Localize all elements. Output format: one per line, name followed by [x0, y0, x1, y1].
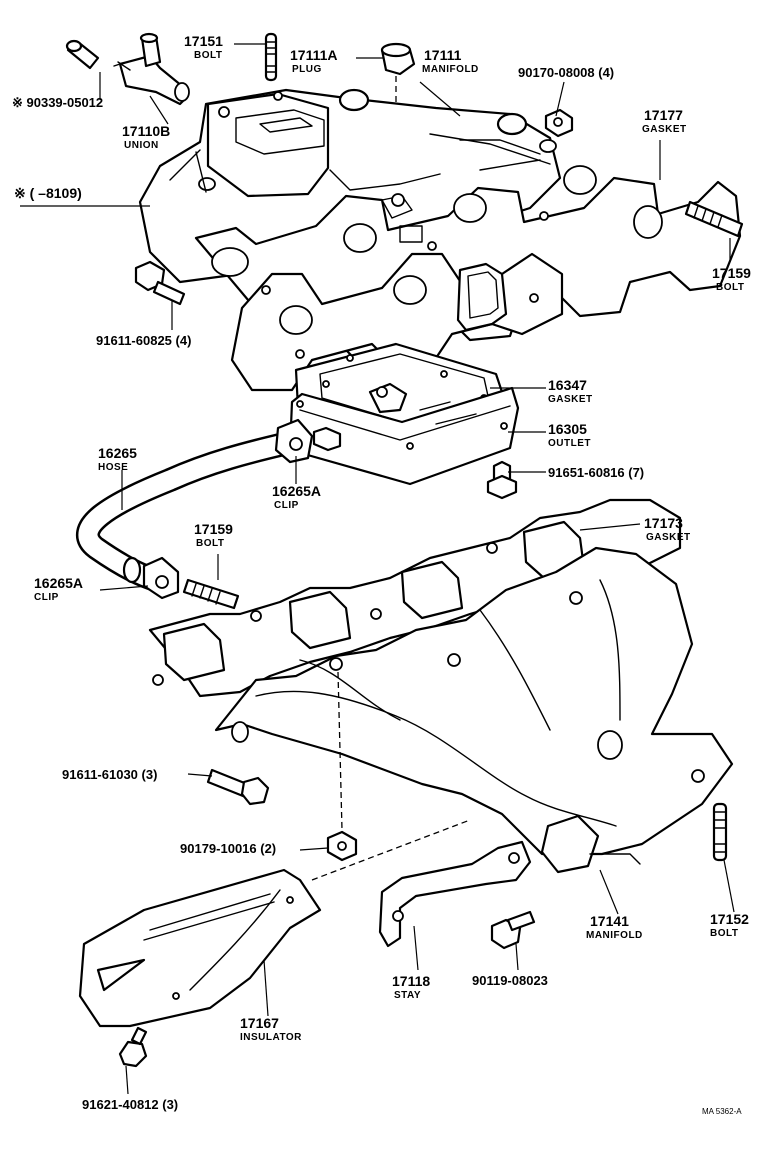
label-stay-number: 17118 — [392, 973, 431, 989]
label-plug-number: 17111A — [290, 47, 338, 63]
drawing-code: MA 5362-A — [702, 1107, 742, 1116]
bolt-part-91611-60825 — [134, 260, 186, 306]
label-production-period: ※ ( –8109) — [14, 185, 82, 201]
label-clip-upper-number: 16265A — [272, 483, 322, 499]
label-gasket-17177-number: 17177 — [644, 107, 683, 123]
exhaust-manifold-part-17141 — [214, 546, 734, 874]
label-bolt-17152-name: BOLT — [710, 928, 739, 939]
label-clip-lower-name: CLIP — [34, 592, 59, 603]
bolt-part-17159-upper — [684, 200, 744, 238]
bolt-part-90119 — [490, 910, 536, 950]
bolt-part-91651 — [486, 460, 518, 500]
label-gasket-16347-name: GASKET — [548, 394, 593, 405]
label-gasket-16347-number: 16347 — [548, 377, 587, 393]
leader-lines — [20, 43, 735, 1095]
stay-part-17118 — [378, 840, 532, 948]
label-exhaust-manifold-number: 17141 — [590, 913, 629, 929]
label-union-name: UNION — [124, 140, 159, 151]
label-bolt-17159-upper-number: 17159 — [712, 265, 751, 281]
label-gasket-17177-name: GASKET — [642, 124, 687, 135]
label-union-number: 17110B — [122, 123, 171, 139]
union-part-17110b — [113, 32, 190, 106]
label-gasket-17173-name: GASKET — [646, 532, 691, 543]
label-clip-lower-number: 16265A — [34, 575, 84, 591]
label-bolt-17152-number: 17152 — [710, 911, 749, 927]
label-insulator-name: INSULATOR — [240, 1032, 302, 1043]
label-bolt-91611-61030: 91611-61030 (3) — [62, 767, 158, 782]
label-bolt-17159-lower-number: 17159 — [194, 521, 233, 537]
label-bolt-17151-name: BOLT — [194, 50, 223, 61]
bolt-part-17152 — [712, 802, 728, 862]
label-bolt-91651: 91651-60816 (7) — [548, 465, 645, 480]
label-intake-manifold-name: MANIFOLD — [422, 64, 479, 75]
label-intake-manifold-number: 17111 — [424, 47, 462, 63]
label-bolt-17159-lower-name: BOLT — [196, 538, 225, 549]
label-bolt-91611-60825: 91611-60825 (4) — [96, 333, 192, 348]
bolt-part-17159-lower — [182, 578, 240, 610]
label-nut-90179: 90179-10016 (2) — [180, 841, 277, 856]
label-bolt-91621: 91621-40812 (3) — [82, 1097, 179, 1112]
label-insulator-number: 17167 — [240, 1015, 279, 1031]
cap-part-90339 — [65, 39, 100, 70]
bolt-part-91611-61030 — [206, 768, 270, 806]
label-bolt-17159-upper-name: BOLT — [716, 282, 745, 293]
intake-gasket-second — [230, 252, 564, 392]
label-outlet-number: 16305 — [548, 421, 587, 437]
bolt-part-91621 — [118, 1026, 148, 1068]
label-clip-upper-name: CLIP — [274, 500, 299, 511]
label-plug-name: PLUG — [292, 64, 322, 75]
label-hose-name: HOSE — [98, 462, 129, 473]
label-exhaust-manifold-name: MANIFOLD — [586, 930, 643, 941]
label-outlet-name: OUTLET — [548, 438, 591, 449]
bolt-part-17151 — [264, 32, 278, 82]
clip-part-16265a-upper — [274, 418, 314, 464]
label-hose-number: 16265 — [98, 445, 137, 461]
insulator-part-17167 — [78, 819, 471, 1028]
label-bolt-17151-number: 17151 — [184, 33, 223, 49]
label-nut-90170: 90170-08008 (4) — [518, 65, 615, 80]
outlet-part-16305 — [288, 386, 520, 486]
label-bolt-90119: 90119-08023 — [472, 973, 548, 988]
nut-part-90179 — [326, 671, 358, 862]
clip-part-16265a-lower — [142, 556, 180, 600]
nut-part-90170 — [544, 108, 574, 138]
label-cap-number: ※ 90339-05012 — [12, 95, 104, 110]
label-gasket-17173-number: 17173 — [644, 515, 683, 531]
label-stay-name: STAY — [394, 990, 422, 1001]
